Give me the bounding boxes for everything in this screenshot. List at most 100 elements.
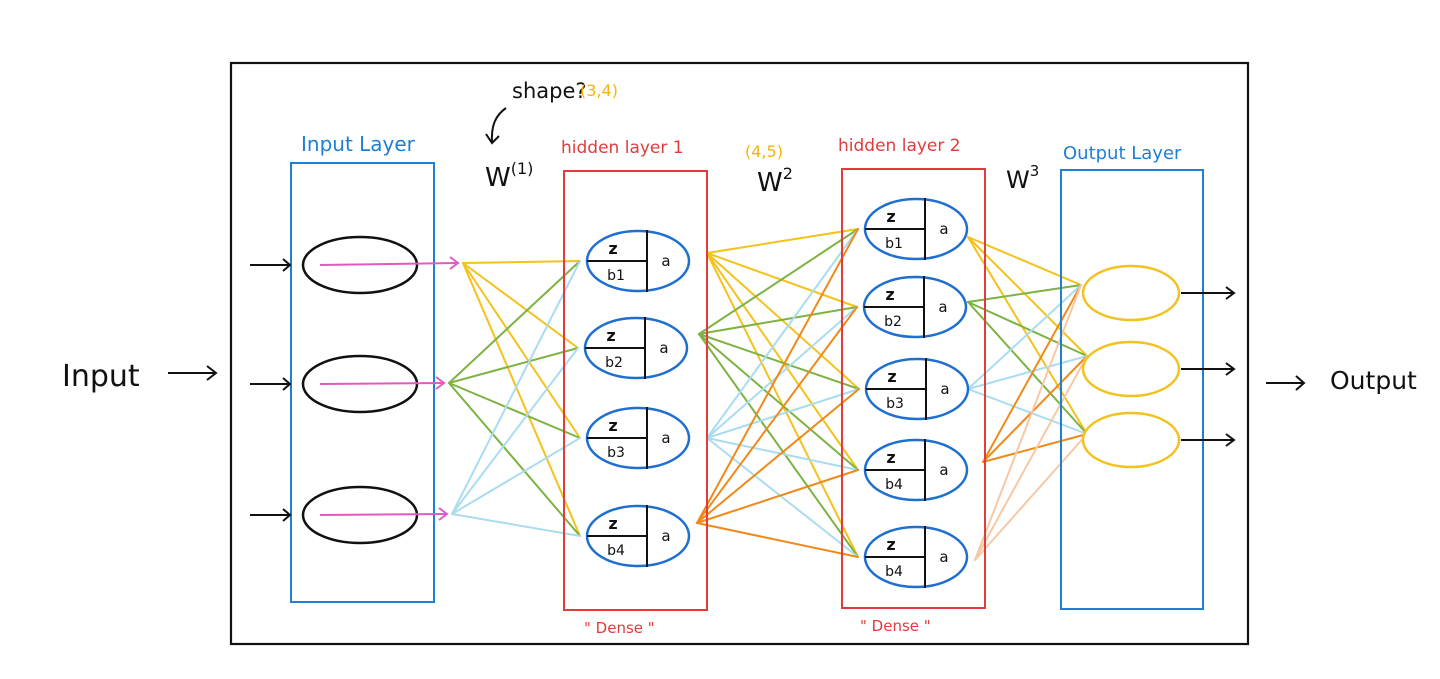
hidden-2-neuron: z b3 a [864, 357, 970, 421]
hidden-1-neuron-z-label: z [606, 326, 615, 345]
hidden-2-neuron-bias-label: b3 [886, 396, 904, 412]
hidden-2-neuron-a-label: a [938, 298, 947, 316]
input-pass-arrow-icon [319, 513, 447, 516]
shape-w1-note: (3,4) [580, 81, 618, 100]
hidden-2-neuron-bias-label: b4 [885, 477, 903, 493]
edge-input-1-to-h1-2 [462, 262, 579, 349]
edge-h2-1-to-out-1 [967, 236, 1082, 286]
hidden-2-neuron-z-label: z [887, 367, 896, 386]
edge-h1-2-to-h2-5 [698, 333, 859, 558]
input-pass-arrow-icon [319, 382, 444, 385]
hidden-1-neuron-z-label: z [608, 239, 617, 258]
shape-w2-note: (4,5) [745, 142, 783, 161]
hidden-1-neuron: z b1 a [585, 229, 691, 293]
edge-h1-2-to-h2-4 [698, 333, 859, 471]
hidden-1-neuron-z-label: z [608, 416, 617, 435]
edge-h1-4-to-h2-5 [696, 522, 859, 558]
hidden-layer-1-title: hidden layer 1 [561, 138, 684, 158]
edge-h2-5-to-out-3 [974, 433, 1088, 561]
input-pass-arrow-head-icon [435, 376, 446, 390]
input-pass-arrow-icon [319, 262, 458, 266]
output-arrow-icon [1266, 375, 1306, 391]
edge-input-2-to-h1-4 [448, 382, 581, 537]
input-label: Input [62, 359, 140, 394]
hidden-2-neuron-z-label: z [886, 448, 895, 467]
edge-h2-3-to-out-1 [967, 284, 1082, 390]
edge-h1-1-to-h2-1 [706, 228, 859, 254]
edge-h2-2-to-out-2 [967, 301, 1088, 357]
hidden-2-neuron: z b4 a [863, 438, 969, 502]
hidden-1-neuron-bias-label: b3 [607, 445, 625, 461]
weight-w2-label: W2 [757, 164, 793, 198]
hidden-2-neuron-a-label: a [939, 548, 948, 566]
hidden-2-neuron-a-label: a [940, 380, 949, 398]
hidden-2-neuron-bias-label: b1 [885, 236, 903, 252]
hidden-layer-2-box [841, 168, 986, 609]
down-arrow-head-icon [485, 133, 500, 145]
edge-h2-4-to-out-2 [982, 355, 1088, 463]
edge-input-1-to-h1-4 [462, 262, 581, 537]
weight-w3-label: W3 [1006, 162, 1039, 194]
input-pass-arrow-head-icon [438, 507, 449, 521]
edge-h1-3-to-h2-5 [706, 437, 859, 558]
input-layer-title: Input Layer [301, 132, 416, 156]
edge-h2-4-to-out-3 [982, 433, 1088, 463]
edge-h1-4-to-h2-2 [696, 306, 858, 524]
edge-h1-3-to-h2-1 [706, 228, 859, 439]
shape-question-note: shape? [512, 79, 587, 103]
edge-input-3-to-h1-2 [451, 347, 579, 515]
hidden-1-neuron-a-label: a [661, 252, 670, 270]
edge-h2-2-to-out-3 [967, 301, 1088, 435]
edge-h1-3-to-h2-2 [706, 306, 858, 439]
edge-h1-4-to-h2-3 [696, 388, 860, 524]
input-feed-arrow-head-icon [282, 258, 292, 272]
hidden-1-neuron-bias-label: b4 [607, 543, 625, 559]
input-pass-arrow-head-icon [449, 256, 460, 270]
edge-h2-1-to-out-2 [967, 236, 1088, 357]
output-neuron [1081, 340, 1181, 398]
edge-input-2-to-h1-3 [448, 382, 581, 439]
edge-h1-4-to-h2-1 [696, 228, 859, 524]
output-layer-title: Output Layer [1063, 143, 1182, 164]
edge-input-3-to-h1-4 [451, 513, 581, 537]
edge-h1-1-to-h2-4 [706, 252, 859, 471]
edge-h1-3-to-h2-3 [706, 388, 860, 439]
edge-input-3-to-h1-1 [451, 260, 581, 515]
hidden-1-neuron-z-label: z [608, 514, 617, 533]
edge-h1-2-to-h2-2 [698, 306, 858, 335]
edge-h2-5-to-out-1 [974, 284, 1082, 561]
output-feed-arrow-head-icon [1225, 433, 1236, 447]
connection-edges [448, 228, 1088, 561]
edge-h1-2-to-h2-3 [698, 333, 860, 390]
edge-input-2-to-h1-2 [448, 347, 579, 384]
hidden-layer-2-title: hidden layer 2 [838, 136, 961, 156]
hidden-2-neuron-z-label: z [886, 207, 895, 226]
edge-h1-2-to-h2-1 [698, 228, 859, 335]
hidden-2-neuron-a-label: a [939, 461, 948, 479]
edge-h2-4-to-out-1 [982, 284, 1082, 463]
output-label: Output [1330, 366, 1417, 395]
edge-input-1-to-h1-3 [462, 262, 581, 439]
hidden-layer-2-dense-label: " Dense " [860, 617, 931, 635]
input-arrow-icon [168, 365, 218, 381]
edge-h2-2-to-out-1 [967, 284, 1082, 303]
hidden-2-neuron-z-label: z [886, 535, 895, 554]
output-neuron [1081, 411, 1181, 469]
output-feed-arrow-head-icon [1225, 286, 1236, 300]
hidden-layer-1-box [563, 170, 708, 611]
edge-h1-1-to-h2-3 [706, 252, 860, 390]
hidden-2-neuron-z-label: z [885, 285, 894, 304]
hidden-1-neuron-bias-label: b1 [607, 268, 625, 284]
down-arrow-icon [490, 107, 507, 143]
edge-h1-3-to-h2-4 [706, 437, 859, 471]
edge-h2-5-to-out-2 [974, 355, 1088, 561]
edge-input-2-to-h1-1 [448, 260, 581, 384]
